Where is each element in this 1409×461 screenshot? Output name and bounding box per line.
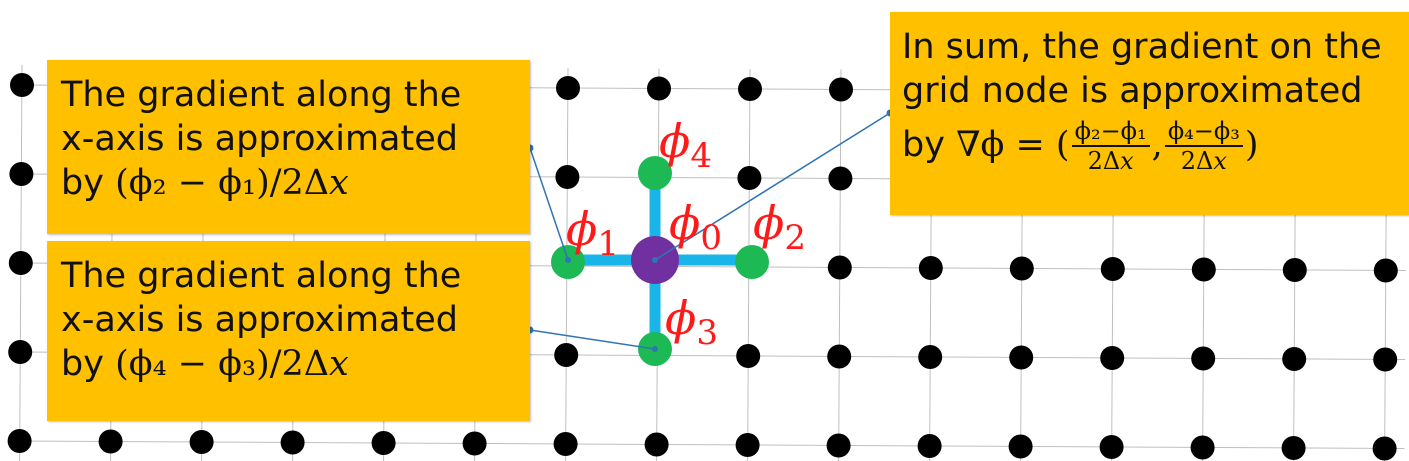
label-phi4: ϕ4: [659, 118, 712, 179]
grid-node: [828, 166, 853, 191]
grid-node: [10, 73, 34, 97]
label-phi0-subscript: 0: [700, 218, 722, 258]
grid-node: [917, 434, 942, 458]
grid-node: [1373, 258, 1398, 283]
leader-end-x-gradient: [565, 257, 571, 263]
grid-node: [647, 76, 671, 101]
grid-node: [918, 345, 943, 369]
grid-node: [644, 432, 669, 457]
callout-summary-line-1: In sum, the gradient on the: [902, 27, 1382, 67]
callout-x-gradient-line-3: by (ϕ₂ − ϕ₁)/2Δ𝑥: [61, 161, 530, 205]
leader-end-summary: [652, 257, 658, 263]
grid-node: [462, 431, 487, 456]
grid-node: [1100, 257, 1125, 281]
callout-summary-separator: ,: [1151, 125, 1163, 165]
callout-x-gradient-formula: (ϕ₂ − ϕ₁)/2Δ𝑥: [115, 163, 349, 203]
grid-node: [8, 251, 33, 275]
grid-node: [1191, 346, 1216, 371]
label-phi2: ϕ2: [753, 200, 806, 261]
grid-node: [918, 256, 943, 280]
grid-node: [737, 166, 762, 190]
grid-node: [7, 429, 32, 453]
grid-node: [1190, 435, 1215, 460]
label-phi0-symbol: ϕ: [669, 196, 701, 250]
label-phi3: ϕ3: [665, 295, 718, 356]
grid-node: [556, 76, 580, 100]
label-phi2-symbol: ϕ: [753, 196, 785, 250]
grid-node: [371, 431, 396, 455]
label-phi3-subscript: 3: [696, 313, 718, 353]
fraction-x-denominator: 2Δ𝑥: [1087, 147, 1134, 175]
callout-summary-by: by: [902, 125, 957, 165]
label-phi3-symbol: ϕ: [665, 291, 697, 345]
grid-node: [1282, 258, 1307, 282]
label-phi1-subscript: 1: [597, 224, 619, 264]
callout-x-gradient-by: by: [61, 163, 116, 203]
grid-node: [735, 433, 760, 457]
callout-y-gradient-line-2: x-axis is approximated: [61, 300, 458, 340]
callout-summary-line-2: grid node is approximated: [902, 71, 1363, 111]
callout-summary-rhs: ): [1244, 125, 1259, 165]
grid-node: [553, 432, 578, 456]
callout-x-gradient-line-1: The gradient along the: [61, 75, 462, 115]
callout-y-gradient-line-1: The gradient along the: [61, 256, 462, 296]
label-phi1-symbol: ϕ: [566, 202, 598, 256]
leader-y-gradient: [529, 329, 656, 350]
grid-node: [280, 430, 305, 455]
grid-node: [827, 255, 852, 280]
node-phi2: [735, 245, 769, 279]
grid-node: [826, 433, 851, 458]
grid-node: [1373, 347, 1398, 372]
grid-node: [1282, 347, 1307, 371]
grid-node: [829, 77, 853, 102]
callout-y-gradient-line-3: by (ϕ₄ − ϕ₃)/2Δ𝑥: [61, 342, 530, 386]
grid-node: [98, 429, 123, 454]
label-phi0: ϕ0: [669, 200, 722, 261]
grid-node: [1008, 434, 1033, 459]
node-phi4: [638, 156, 672, 190]
label-phi4-subscript: 4: [690, 136, 712, 176]
grid-node: [1281, 436, 1306, 460]
grid-node: [1372, 436, 1397, 461]
fraction-y-denominator: 2Δ𝑥: [1180, 147, 1227, 175]
grid-node: [738, 77, 762, 101]
grid-node: [555, 165, 580, 189]
stencil: [551, 156, 769, 366]
label-phi2-subscript: 2: [784, 218, 806, 258]
grid-node: [554, 343, 579, 367]
grid-node: [1100, 346, 1125, 370]
callout-summary-lhs: ∇ϕ = (: [956, 125, 1070, 165]
fraction-x-numerator: ϕ₂−ϕ₁: [1071, 117, 1150, 147]
callout-y-gradient-by: by: [61, 344, 116, 384]
grid-node: [736, 344, 761, 368]
grid-node: [1009, 345, 1034, 370]
leader-end-y-gradient: [652, 346, 658, 352]
leader-x-gradient: [529, 147, 569, 261]
grid-line-horizontal: [19, 440, 1405, 449]
grid-node: [189, 430, 214, 454]
leader-lines: [526, 109, 894, 352]
callout-y-gradient-formula: (ϕ₄ − ϕ₃)/2Δ𝑥: [115, 344, 349, 384]
grid-node: [827, 344, 852, 369]
callout-summary: In sum, the gradient on the grid node is…: [890, 12, 1409, 215]
label-phi4-symbol: ϕ: [659, 114, 691, 168]
grid-node: [9, 162, 34, 186]
grid-node: [1009, 256, 1034, 281]
callout-x-gradient: The gradient along the x-axis is approxi…: [47, 60, 530, 234]
callout-x-gradient-line-2: x-axis is approximated: [61, 119, 458, 159]
fraction-y-numerator: ϕ₄−ϕ₃: [1164, 117, 1243, 147]
leader-summary: [654, 112, 891, 261]
label-phi1: ϕ1: [566, 206, 619, 267]
grid-node: [8, 340, 33, 364]
callout-y-gradient: The gradient along the x-axis is approxi…: [47, 241, 530, 421]
grid-node: [1099, 435, 1124, 459]
grid-node: [1191, 257, 1216, 282]
